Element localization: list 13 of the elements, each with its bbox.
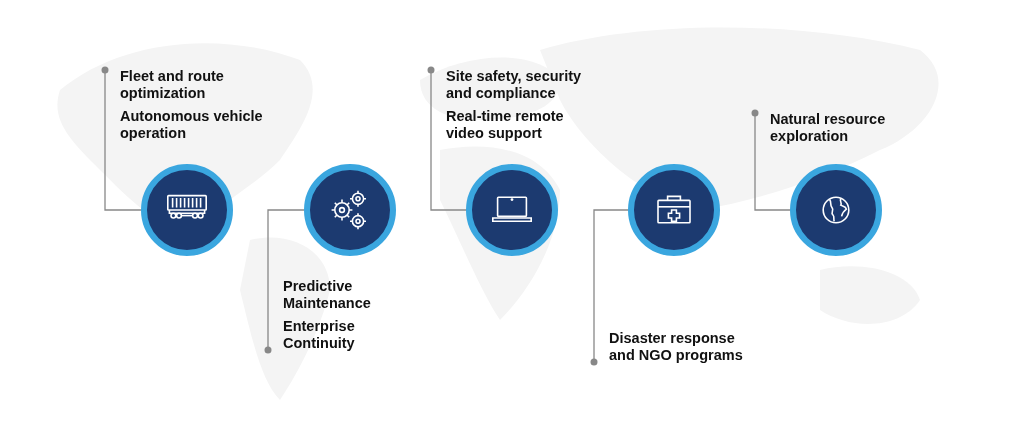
service-label: Real-time remote video support	[446, 108, 565, 142]
service-label: Enterprise Continuity	[283, 318, 356, 352]
service-label: Fleet and route optimization	[120, 68, 225, 102]
leader-line	[101, 66, 142, 211]
leader-line	[264, 209, 305, 354]
leader-line	[751, 109, 791, 211]
service-label: Site safety, security and compliance	[446, 68, 583, 102]
leader-line	[590, 209, 629, 366]
service-label: Disaster response and NGO programs	[609, 330, 744, 364]
service-label: Autonomous vehicle operation	[120, 108, 263, 142]
service-label: Natural resource exploration	[770, 111, 887, 145]
service-label: Predictive Maintenance	[283, 278, 372, 312]
leader-line	[427, 66, 467, 211]
